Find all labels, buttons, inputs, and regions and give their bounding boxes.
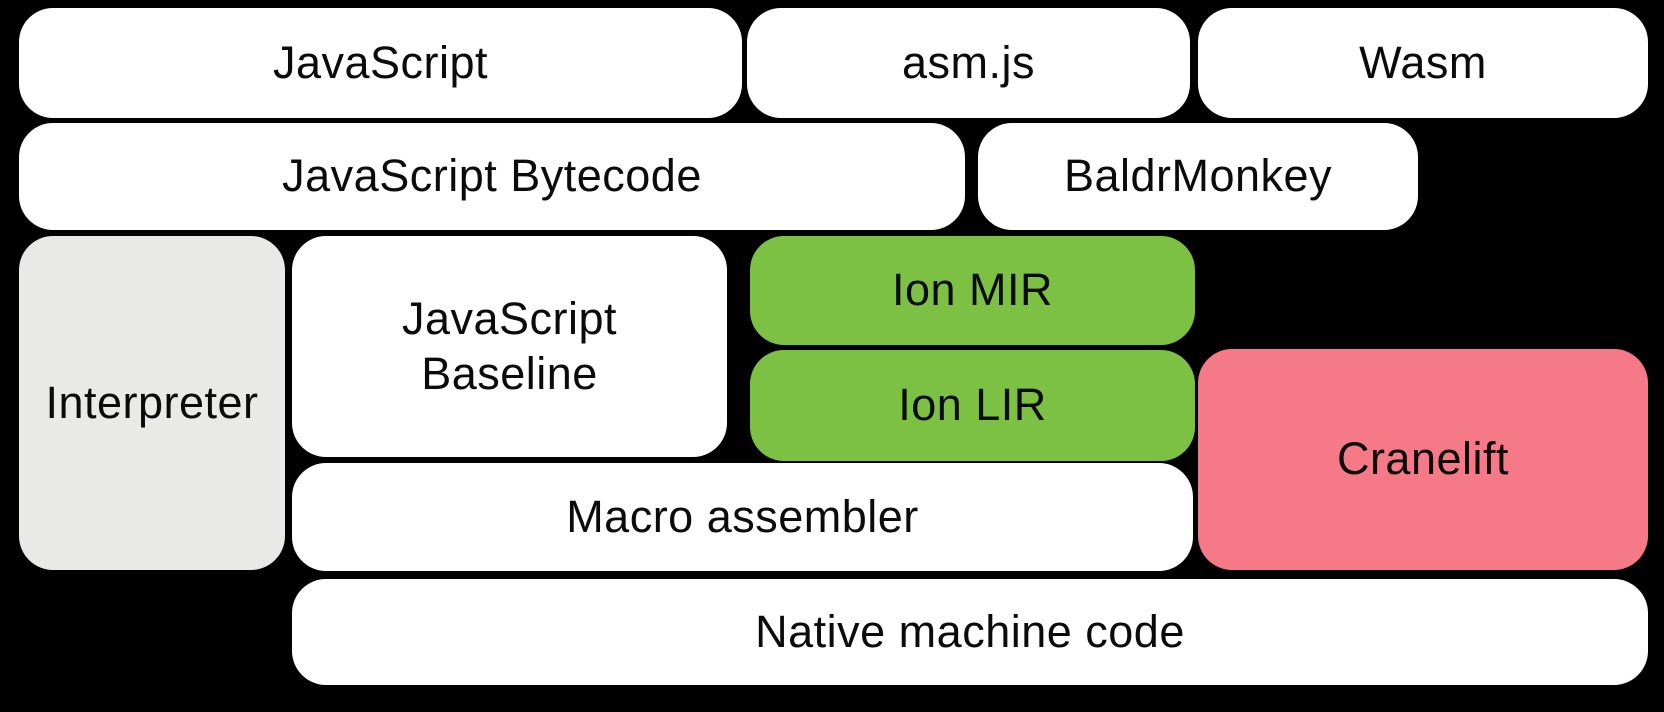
- box-ion-mir: Ion MIR: [750, 236, 1195, 345]
- box-ion-lir: Ion LIR: [750, 350, 1195, 461]
- box-wasm: Wasm: [1198, 8, 1648, 118]
- box-label-javascript: JavaScript: [272, 36, 489, 88]
- box-asmjs: asm.js: [747, 8, 1190, 118]
- box-label-native-machine-code: Native machine code: [755, 605, 1185, 657]
- box-label-interpreter: Interpreter: [45, 376, 259, 428]
- box-label-javascript-bytecode: JavaScript Bytecode: [282, 150, 702, 202]
- box-label-asmjs: asm.js: [901, 36, 1035, 88]
- box-javascript-baseline: JavaScript Baseline: [292, 236, 727, 457]
- box-macro-assembler: Macro assembler: [292, 463, 1193, 571]
- box-label-baldrmonkey: BaldrMonkey: [1063, 150, 1333, 202]
- box-javascript: JavaScript: [19, 8, 742, 118]
- box-interpreter: Interpreter: [19, 236, 285, 570]
- box-javascript-bytecode: JavaScript Bytecode: [19, 123, 965, 230]
- box-label-ion-mir: Ion MIR: [891, 264, 1054, 316]
- box-label-macro-assembler: Macro assembler: [566, 490, 919, 542]
- box-label-javascript-baseline: JavaScript Baseline: [401, 292, 618, 399]
- box-label-cranelift: Cranelift: [1336, 433, 1510, 485]
- box-cranelift: Cranelift: [1198, 349, 1648, 570]
- box-label-wasm: Wasm: [1359, 36, 1487, 88]
- box-native-machine-code: Native machine code: [292, 579, 1648, 685]
- box-label-ion-lir: Ion LIR: [898, 379, 1047, 431]
- box-baldrmonkey: BaldrMonkey: [978, 123, 1418, 230]
